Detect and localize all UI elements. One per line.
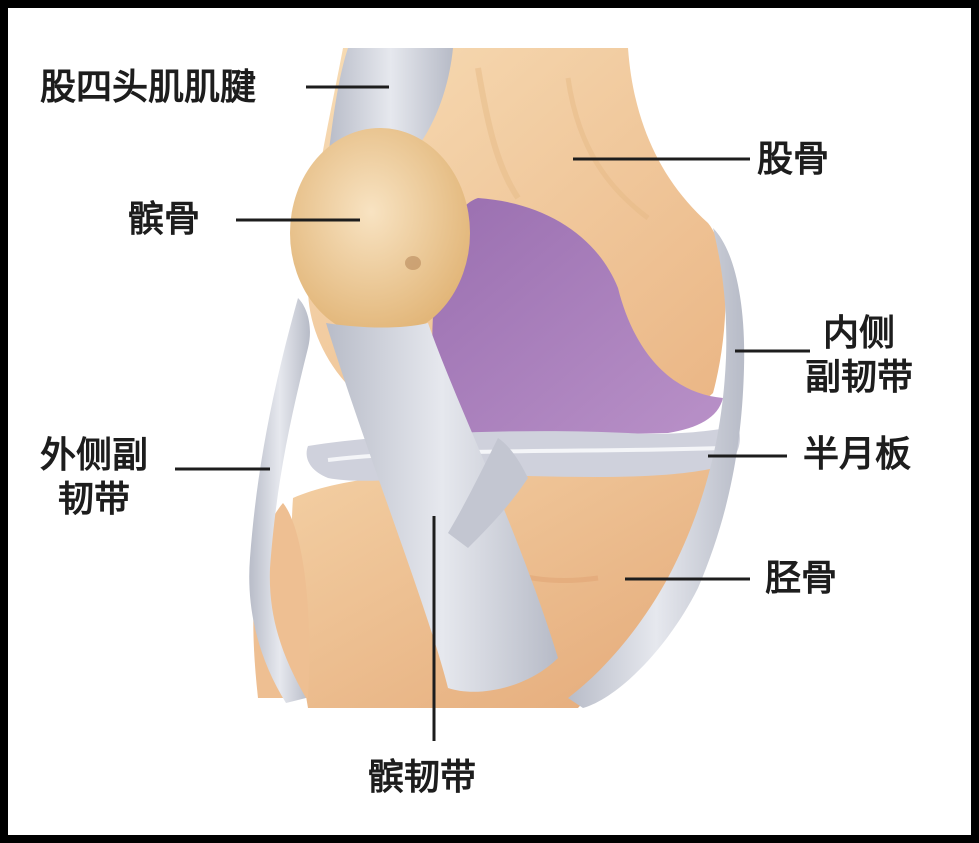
knee-illustration: [175, 48, 810, 741]
label-lateral-collateral-ligament-line2: 韧带: [58, 478, 131, 520]
quadriceps-tendon-shape: [328, 48, 453, 158]
patellar-ligament-shape: [326, 323, 558, 692]
label-tibia: 胫骨: [765, 558, 838, 599]
label-medial-collateral-ligament-line2: 副韧带: [805, 356, 914, 398]
label-meniscus: 半月板: [803, 434, 912, 475]
cartilage-shape: [432, 198, 723, 438]
patella-shape: [290, 128, 470, 338]
label-medial-collateral-ligament: 内侧 副韧带: [805, 312, 913, 400]
label-patellar-ligament: 髌韧带: [368, 757, 477, 798]
label-lateral-collateral-ligament-line1: 外侧副: [40, 435, 149, 476]
leader-lines: [175, 85, 810, 741]
label-quadriceps-tendon: 股四头肌肌腱: [40, 67, 257, 108]
diagram-canvas: 股四头肌肌腱 股骨 髌骨 内侧 副韧带 外侧副 韧带 半月板 胫骨 髌韧带: [8, 8, 971, 835]
label-medial-collateral-ligament-line1: 内侧: [823, 313, 896, 354]
lateral-collateral-ligament-shape: [249, 298, 310, 703]
label-patella: 髌骨: [128, 199, 201, 240]
label-lateral-collateral-ligament: 外侧副 韧带: [40, 434, 148, 522]
cruciate-ligament-shape: [448, 438, 528, 548]
medial-collateral-ligament-shape: [568, 228, 745, 708]
label-femur: 股骨: [757, 139, 830, 180]
